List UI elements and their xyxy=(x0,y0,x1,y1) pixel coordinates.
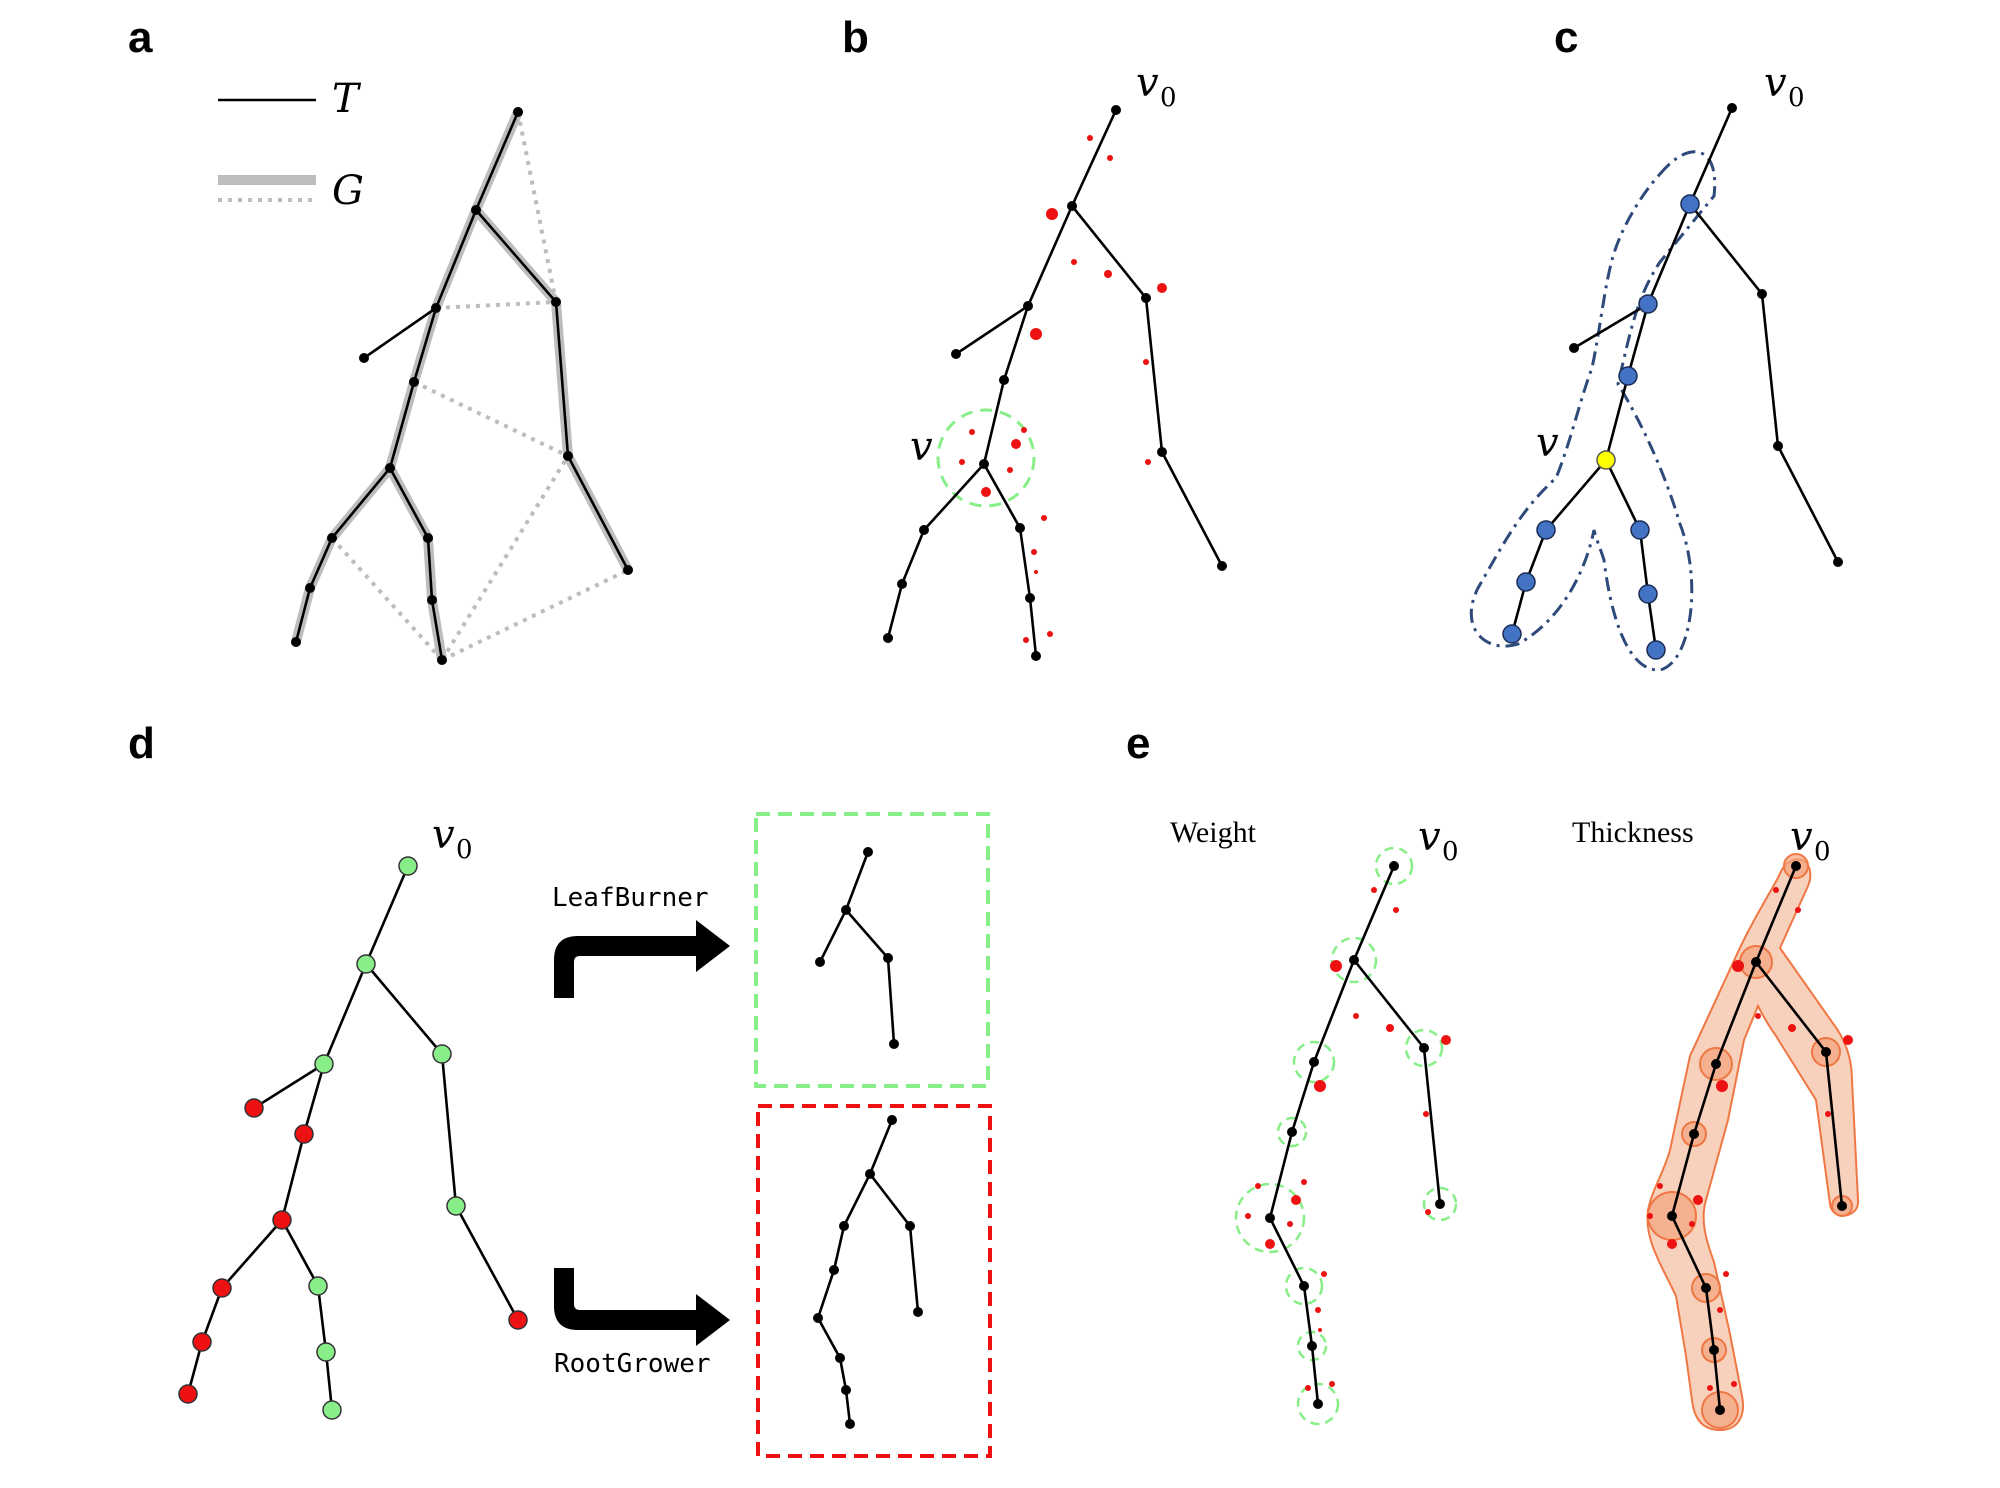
tree-d-nodes-removed xyxy=(178,1098,528,1404)
tree-a xyxy=(294,111,630,661)
path-region-outline xyxy=(1469,150,1717,672)
selected-node-yellow xyxy=(1596,450,1616,470)
point-cloud-b xyxy=(959,135,1167,643)
root-label-b: v xyxy=(1136,60,1159,106)
root-label-d: v xyxy=(432,812,455,858)
panel-letter-b: b xyxy=(842,13,869,62)
panel-letter-a: a xyxy=(128,13,153,62)
result-box-leafburner xyxy=(754,812,990,1088)
thickness-point-cloud xyxy=(1647,887,1853,1391)
tree-b xyxy=(886,109,1224,657)
path-nodes-blue xyxy=(1502,194,1700,660)
graph-dotted-edges xyxy=(330,111,629,662)
tree-leafburner-nodes xyxy=(815,847,899,1049)
method-label-leafburner: LeafBurner xyxy=(552,883,709,913)
panel-letter-e: e xyxy=(1126,719,1150,768)
root-label-c: v xyxy=(1764,60,1787,106)
root-sub-b: 0 xyxy=(1160,83,1177,113)
method-label-rootgrower: RootGrower xyxy=(554,1349,711,1379)
tree-d xyxy=(186,865,520,1411)
panel-e: e Weight Thickness v 0 v 0 xyxy=(1126,719,1860,1432)
arrow-rootgrower xyxy=(554,1268,730,1346)
tree-c xyxy=(1510,107,1840,651)
legend-graph-label: G xyxy=(332,168,364,214)
result-box-rootgrower xyxy=(756,1104,992,1458)
panel-b: b v 0 v xyxy=(842,13,1227,661)
weight-tree-nodes xyxy=(1265,861,1445,1409)
root-label-e-weight: v xyxy=(1418,814,1441,860)
node-label-c: v xyxy=(1536,420,1559,466)
tree-d-nodes-kept xyxy=(308,856,466,1420)
root-sub-e-thickness: 0 xyxy=(1814,837,1831,867)
tree-rootgrower-nodes xyxy=(813,1115,923,1429)
thickness-envelope xyxy=(1646,858,1860,1432)
legend-tree-label: T xyxy=(332,76,362,122)
root-label-e-thickness: v xyxy=(1790,814,1813,860)
neighborhood-ring-b xyxy=(936,408,1036,508)
panel-a: a T G xyxy=(128,13,633,665)
root-sub-e-weight: 0 xyxy=(1442,837,1459,867)
tree-leafburner-result xyxy=(818,851,896,1045)
tree-c-small-nodes xyxy=(1569,103,1843,567)
panel-letter-c: c xyxy=(1554,13,1578,62)
root-sub-d: 0 xyxy=(456,835,473,865)
panel-letter-d: d xyxy=(128,719,155,768)
caption-weight: Weight xyxy=(1170,816,1257,849)
thickness-tree-nodes xyxy=(1667,861,1847,1415)
tree-a-nodes xyxy=(291,107,633,665)
panel-c: c v 0 v xyxy=(1469,13,1843,672)
arrow-leafburner xyxy=(554,920,730,998)
caption-thickness: Thickness xyxy=(1572,816,1694,849)
node-label-b: v xyxy=(910,424,933,470)
weight-rings xyxy=(1234,846,1458,1426)
tree-b-nodes xyxy=(883,105,1227,661)
root-sub-c: 0 xyxy=(1788,83,1805,113)
weight-point-cloud xyxy=(1245,887,1451,1391)
panel-d: d v 0 LeafBurner RootGrower xyxy=(128,719,992,1458)
